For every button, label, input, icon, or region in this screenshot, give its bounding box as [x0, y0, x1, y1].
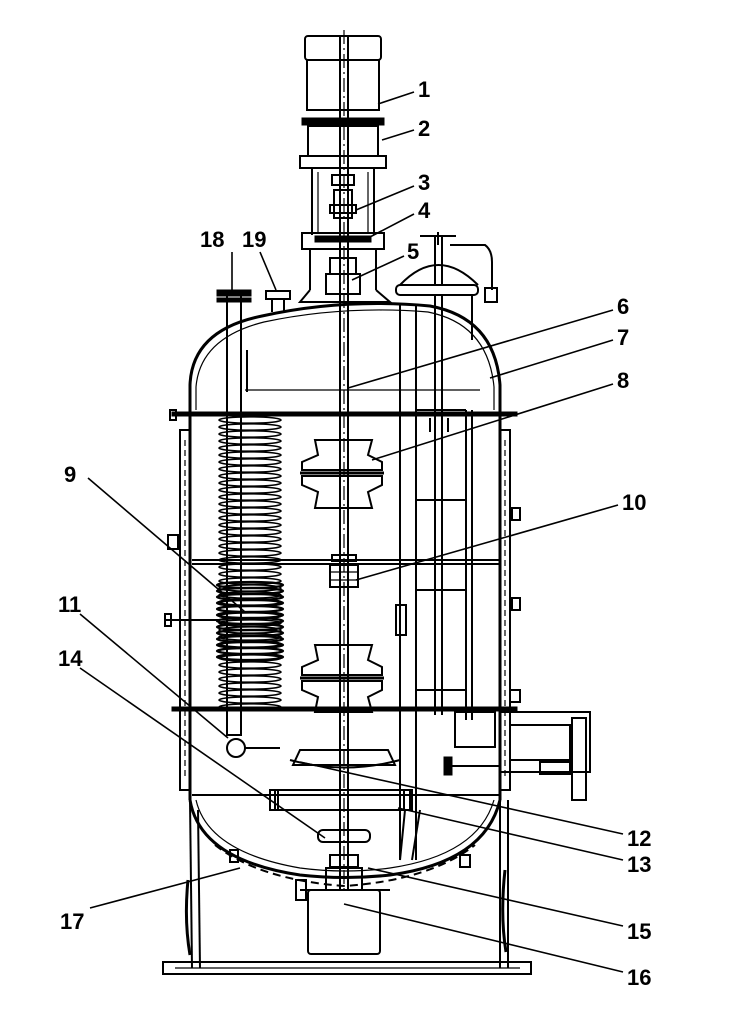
coil-loop — [218, 674, 282, 683]
jacket-left — [179, 429, 191, 791]
coil-loop — [218, 688, 282, 697]
coil-loop — [218, 702, 282, 711]
coil-loop — [218, 457, 282, 466]
coil-loop — [218, 527, 282, 536]
top-nozzle — [240, 290, 291, 392]
bottom-jacket — [214, 844, 476, 888]
coil-loop — [218, 548, 282, 557]
label-11: 11 — [58, 592, 81, 617]
coil-loop — [218, 520, 282, 529]
coil-loop — [218, 471, 282, 480]
label-2: 2 — [418, 116, 430, 141]
coil-loop — [218, 429, 282, 438]
coil-loop — [218, 534, 282, 543]
coil-loop — [218, 422, 282, 431]
label-16: 16 — [627, 965, 651, 990]
coil-loop — [218, 681, 282, 690]
coil-loop — [218, 569, 282, 578]
label-15: 15 — [627, 919, 651, 944]
leader-lines — [79, 91, 624, 973]
label-9: 9 — [64, 462, 76, 487]
label-1: 1 — [418, 77, 430, 102]
coil-loop — [218, 667, 282, 676]
lower-impeller — [300, 644, 384, 713]
coil-loop — [218, 541, 282, 550]
side-nozzles — [164, 409, 521, 703]
coil-loop — [218, 443, 282, 452]
label-18: 18 — [200, 227, 224, 252]
coupling — [329, 554, 359, 588]
label-13: 13 — [627, 852, 651, 877]
label-14: 14 — [58, 646, 83, 671]
label-10: 10 — [622, 490, 646, 515]
coil-loop — [218, 506, 282, 515]
coil-loop — [218, 499, 282, 508]
jacket-right — [499, 429, 511, 791]
label-6: 6 — [617, 294, 629, 319]
label-7: 7 — [617, 325, 629, 350]
reducer-frame — [297, 155, 393, 303]
label-17: 17 — [60, 909, 84, 934]
support-legs — [162, 799, 532, 975]
coil-loop — [218, 450, 282, 459]
label-12: 12 — [627, 826, 651, 851]
coil-loop — [218, 695, 282, 704]
bottom-nozzles — [229, 789, 471, 901]
coil-loop — [218, 415, 282, 424]
coil-loop — [218, 464, 282, 473]
coil-loop — [218, 492, 282, 501]
motor — [301, 35, 385, 157]
right-column — [395, 232, 498, 860]
coil-loop — [218, 485, 282, 494]
heat-exchange-coil — [215, 415, 285, 711]
side-outlet — [443, 711, 591, 801]
coil-loop — [218, 513, 282, 522]
label-4: 4 — [418, 198, 431, 223]
label-5: 5 — [407, 239, 419, 264]
upper-impeller — [300, 439, 384, 509]
bottom-bearing — [300, 854, 390, 955]
label-8: 8 — [617, 368, 629, 393]
coil-loop — [218, 660, 282, 669]
coil-loop — [215, 652, 285, 662]
label-19: 19 — [242, 227, 266, 252]
coil-loop — [218, 478, 282, 487]
coil-loop — [218, 436, 282, 445]
label-3: 3 — [418, 170, 430, 195]
